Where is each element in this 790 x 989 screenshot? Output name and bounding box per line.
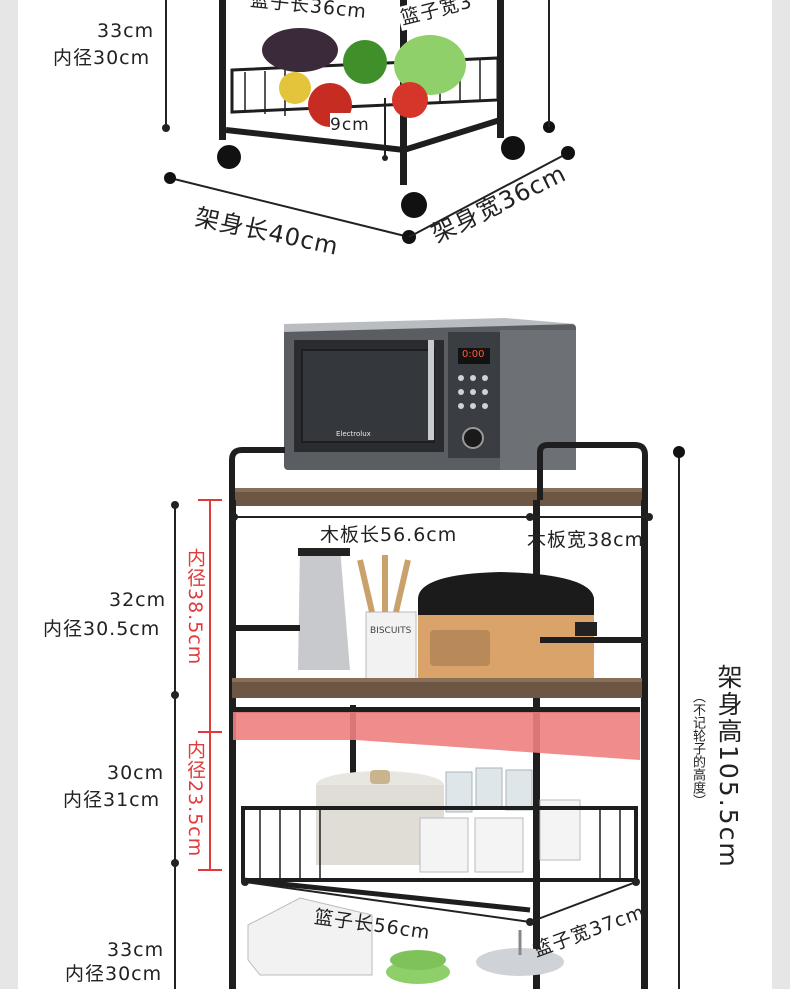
microwave bbox=[284, 318, 576, 470]
tier2-height-label: 30cm bbox=[107, 762, 165, 784]
tier3-inner-label: 内径30cm bbox=[65, 963, 163, 985]
tier2-inner-label: 内径31cm bbox=[63, 789, 161, 811]
top-height-label: 33cm bbox=[97, 20, 155, 42]
microwave-display: 0:00 bbox=[462, 349, 485, 360]
top-cart-illustration bbox=[162, 0, 575, 244]
main-cart-illustration bbox=[171, 318, 685, 989]
top-inner-label: 内径30cm bbox=[53, 47, 151, 69]
total-height-label: 架身高105.5cm bbox=[714, 664, 743, 869]
tier2-inner-red-label: 内径23.5cm bbox=[184, 740, 206, 858]
board-width-label: 木板宽38cm bbox=[527, 529, 645, 551]
microwave-brand: Electrolux bbox=[336, 430, 371, 438]
jar-label: BISCUITS bbox=[370, 626, 412, 636]
board-length-label: 木板长56.6cm bbox=[320, 524, 458, 546]
tier1-height-label: 32cm bbox=[109, 589, 167, 611]
tier1-inner-red-label: 内径38.5cm bbox=[184, 548, 206, 666]
total-height-note: （不记轮子的高度） bbox=[690, 690, 705, 807]
tier1-inner-label: 内径30.5cm bbox=[43, 618, 161, 640]
top-basket-depth-label: 9cm bbox=[330, 113, 370, 137]
tier3-height-label: 33cm bbox=[107, 939, 165, 961]
